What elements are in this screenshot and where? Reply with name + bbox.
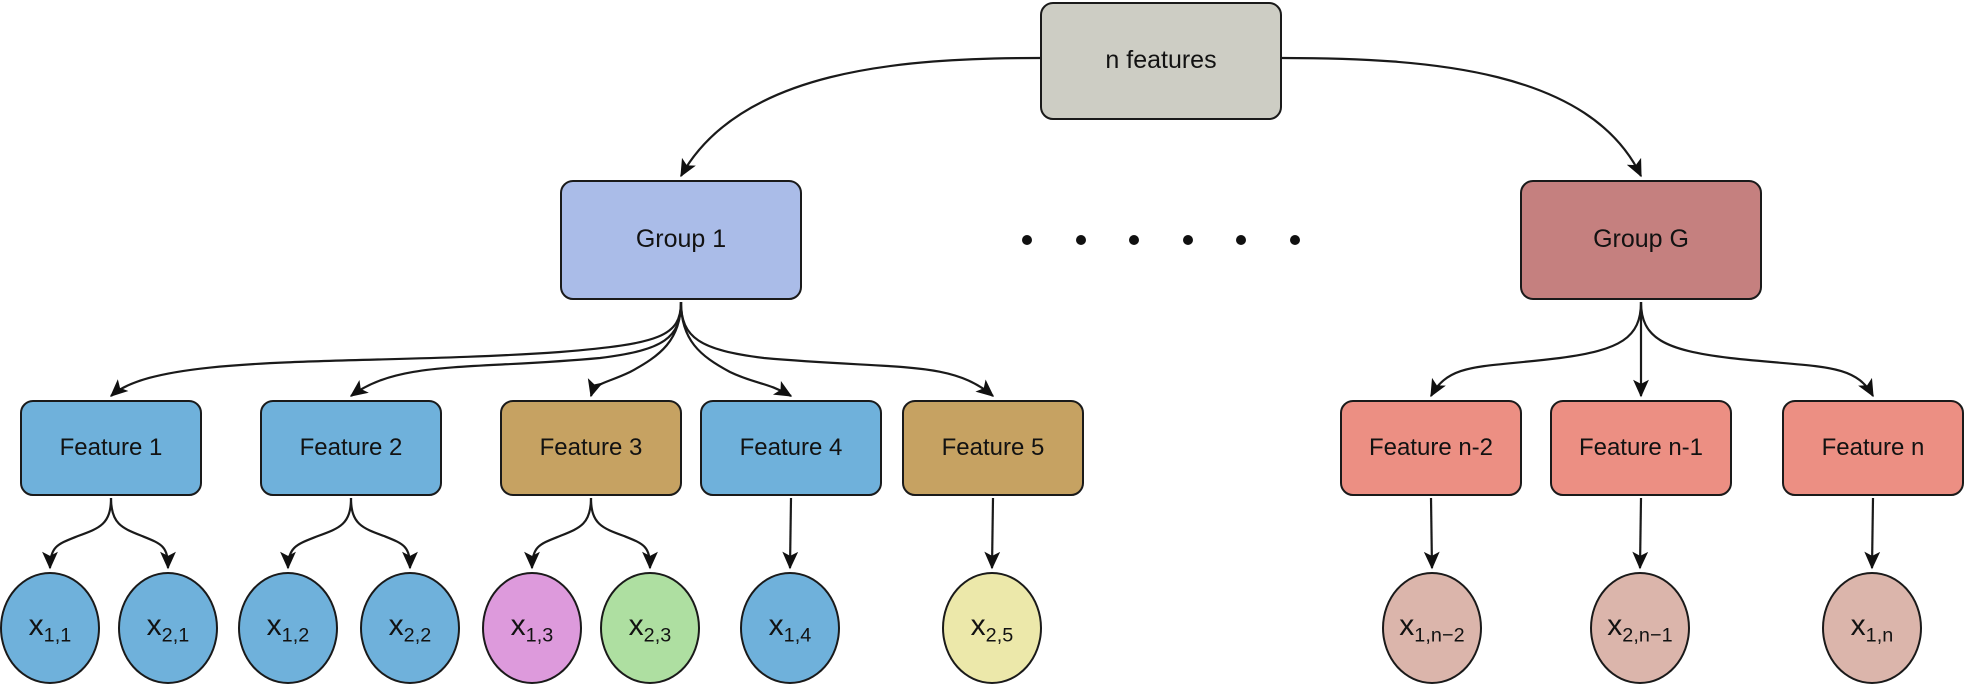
edge-fn1-x2n1	[1632, 497, 1649, 570]
edge-group1-f5	[679, 301, 995, 397]
root-node-label: n features	[1105, 46, 1217, 75]
ellipsis-dot	[1182, 235, 1193, 245]
feature-node-feature-5[interactable]: Feature 5	[902, 400, 1084, 496]
edge-f1-x11	[42, 497, 113, 570]
leaf-node-label: x2,3	[628, 608, 672, 647]
edge-group1-f1	[110, 301, 683, 397]
leaf-node-label: x1,3	[510, 608, 554, 647]
group-node-label: Group 1	[635, 225, 727, 254]
leaf-node-subscript: 1,4	[783, 624, 812, 647]
leaf-node-x-1-n[interactable]: x1,n	[1822, 572, 1922, 684]
leaf-node-subscript: 2,1	[161, 624, 190, 647]
leaf-node-subscript: 2,n−1	[1622, 624, 1673, 647]
feature-node-feature-2[interactable]: Feature 2	[260, 400, 442, 496]
leaf-node-x-2-n-1[interactable]: x2,n−1	[1590, 572, 1690, 684]
group-node-label: Group G	[1593, 225, 1689, 254]
leaf-node-x-1-2[interactable]: x1,2	[238, 572, 338, 684]
feature-node-label: Feature 3	[539, 433, 643, 461]
feature-node-feature-3[interactable]: Feature 3	[500, 400, 682, 496]
leaf-node-label: x1,2	[266, 608, 310, 647]
leaf-node-x-2-3[interactable]: x2,3	[600, 572, 700, 684]
ellipsis-dot	[1289, 235, 1300, 245]
leaf-node-x-1-n-2[interactable]: x1,n−2	[1382, 572, 1482, 684]
feature-node-label: Feature 4	[739, 433, 843, 461]
leaf-node-x-1-4[interactable]: x1,4	[740, 572, 840, 684]
edge-f2-x12	[280, 497, 353, 570]
leaf-node-subscript: 1,2	[281, 624, 310, 647]
root-node-n-features[interactable]: n features	[1040, 2, 1282, 120]
leaf-node-x-1-1[interactable]: x1,1	[0, 572, 100, 684]
edge-f3-x13	[524, 497, 593, 570]
leaf-node-label: x1,n−2	[1399, 608, 1465, 647]
leaf-node-label: x1,4	[768, 608, 812, 647]
feature-node-feature-n-2[interactable]: Feature n-2	[1340, 400, 1522, 496]
ellipsis-dot	[1129, 235, 1140, 245]
edge-fn-x1n	[1864, 497, 1881, 570]
leaf-node-subscript: 1,n−2	[1414, 624, 1465, 647]
edge-fn2-x1n2	[1423, 497, 1440, 570]
edge-f3-x23	[589, 497, 658, 570]
ellipsis-dot	[1075, 235, 1086, 245]
group-node-group-1[interactable]: Group 1	[560, 180, 802, 300]
feature-node-label: Feature 5	[941, 433, 1045, 461]
edge-root-group1	[680, 56, 1041, 178]
edge-f2-x22	[349, 497, 418, 570]
leaf-node-x-1-3[interactable]: x1,3	[482, 572, 582, 684]
leaf-node-label: x1,n	[1850, 608, 1894, 647]
edge-group1-f4	[679, 301, 793, 397]
feature-node-feature-n-1[interactable]: Feature n-1	[1550, 400, 1732, 496]
edge-groupg-fn2	[1430, 301, 1643, 398]
leaf-node-subscript: 2,2	[403, 624, 432, 647]
edge-group1-f3	[587, 301, 683, 398]
feature-node-label: Feature 1	[59, 433, 163, 461]
feature-node-feature-4[interactable]: Feature 4	[700, 400, 882, 496]
group-node-group-g[interactable]: Group G	[1520, 180, 1762, 300]
edge-groupg-fn	[1639, 301, 1874, 398]
feature-node-label: Feature n	[1821, 433, 1925, 461]
leaf-node-subscript: 2,5	[985, 624, 1014, 647]
leaf-node-x-2-2[interactable]: x2,2	[360, 572, 460, 684]
feature-node-label: Feature 2	[299, 433, 403, 461]
leaf-node-subscript: 1,3	[525, 624, 554, 647]
leaf-node-subscript: 1,n	[1865, 624, 1894, 647]
feature-node-label: Feature n-1	[1578, 433, 1704, 461]
edge-f4-x14	[782, 497, 799, 570]
leaf-node-label: x2,n−1	[1607, 608, 1673, 647]
leaf-node-label: x1,1	[28, 608, 72, 647]
leaf-node-x-2-1[interactable]: x2,1	[118, 572, 218, 684]
ellipsis-dot	[1236, 235, 1247, 245]
group-ellipsis	[1022, 234, 1300, 246]
edge-f5-x25	[984, 497, 1001, 570]
ellipsis-dot	[1022, 235, 1032, 245]
edge-group1-f2	[349, 301, 683, 397]
leaf-node-subscript: 2,3	[643, 624, 672, 647]
leaf-node-x-2-5[interactable]: x2,5	[942, 572, 1042, 684]
edge-f1-x21	[109, 497, 176, 570]
feature-node-label: Feature n-2	[1368, 433, 1494, 461]
leaf-node-label: x2,2	[388, 608, 432, 647]
feature-node-feature-1[interactable]: Feature 1	[20, 400, 202, 496]
leaf-node-label: x2,1	[146, 608, 190, 647]
feature-node-feature-n[interactable]: Feature n	[1782, 400, 1964, 496]
edge-root-groupg	[1281, 56, 1642, 178]
leaf-node-label: x2,5	[970, 608, 1014, 647]
leaf-node-subscript: 1,1	[43, 624, 72, 647]
